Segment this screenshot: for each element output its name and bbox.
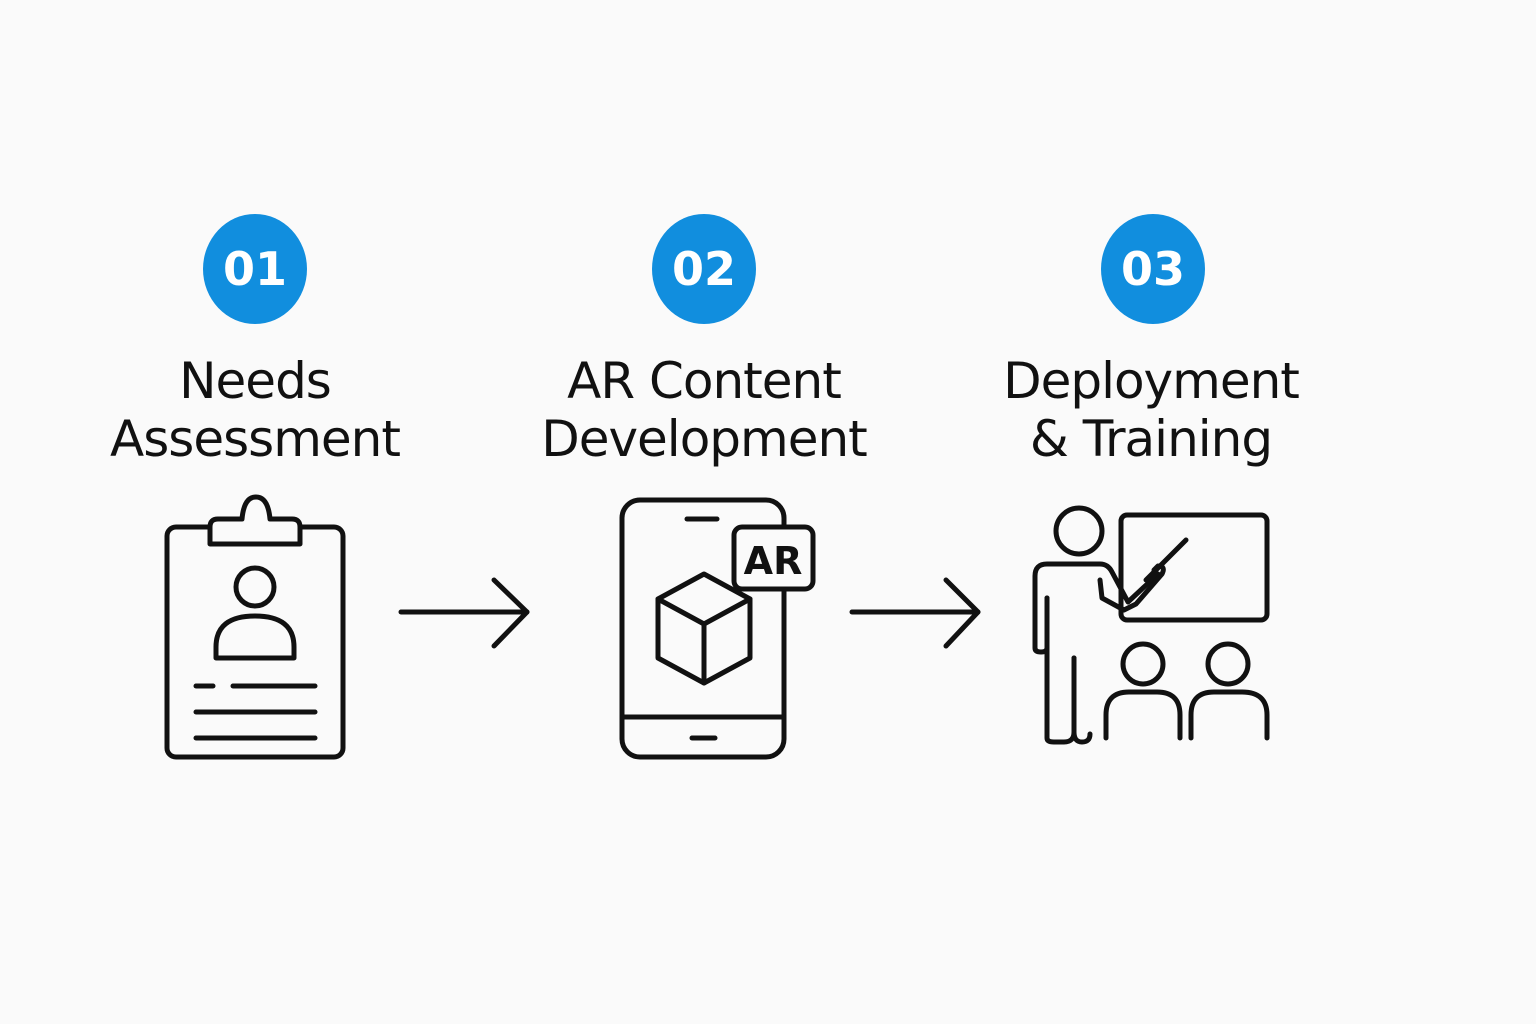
step-2-title-line-1: AR Content: [567, 352, 842, 410]
step-3-title-line-1: Deployment: [1003, 352, 1300, 410]
ar-badge-text: AR: [744, 539, 803, 583]
clipboard-user-icon: [164, 494, 346, 760]
phone-ar-cube-icon: AR: [619, 497, 816, 760]
step-2-title: AR Content Development: [524, 352, 884, 468]
step-1-number-badge: 01: [203, 214, 307, 324]
step-3-title-line-2: & Training: [1029, 410, 1273, 468]
step-1-title: Needs Assessment: [75, 352, 435, 468]
step-2-number-badge: 02: [652, 214, 756, 324]
step-2-title-line-2: Development: [541, 410, 868, 468]
arrow-right-icon: [849, 577, 981, 649]
step-1-title-line-1: Needs: [179, 352, 332, 410]
step-3-number-badge: 03: [1101, 214, 1205, 324]
arrow-right-icon: [398, 577, 530, 649]
step-3-title: Deployment & Training: [971, 352, 1331, 468]
presenter-audience-icon: [1032, 505, 1270, 745]
step-1-title-line-2: Assessment: [110, 410, 401, 468]
